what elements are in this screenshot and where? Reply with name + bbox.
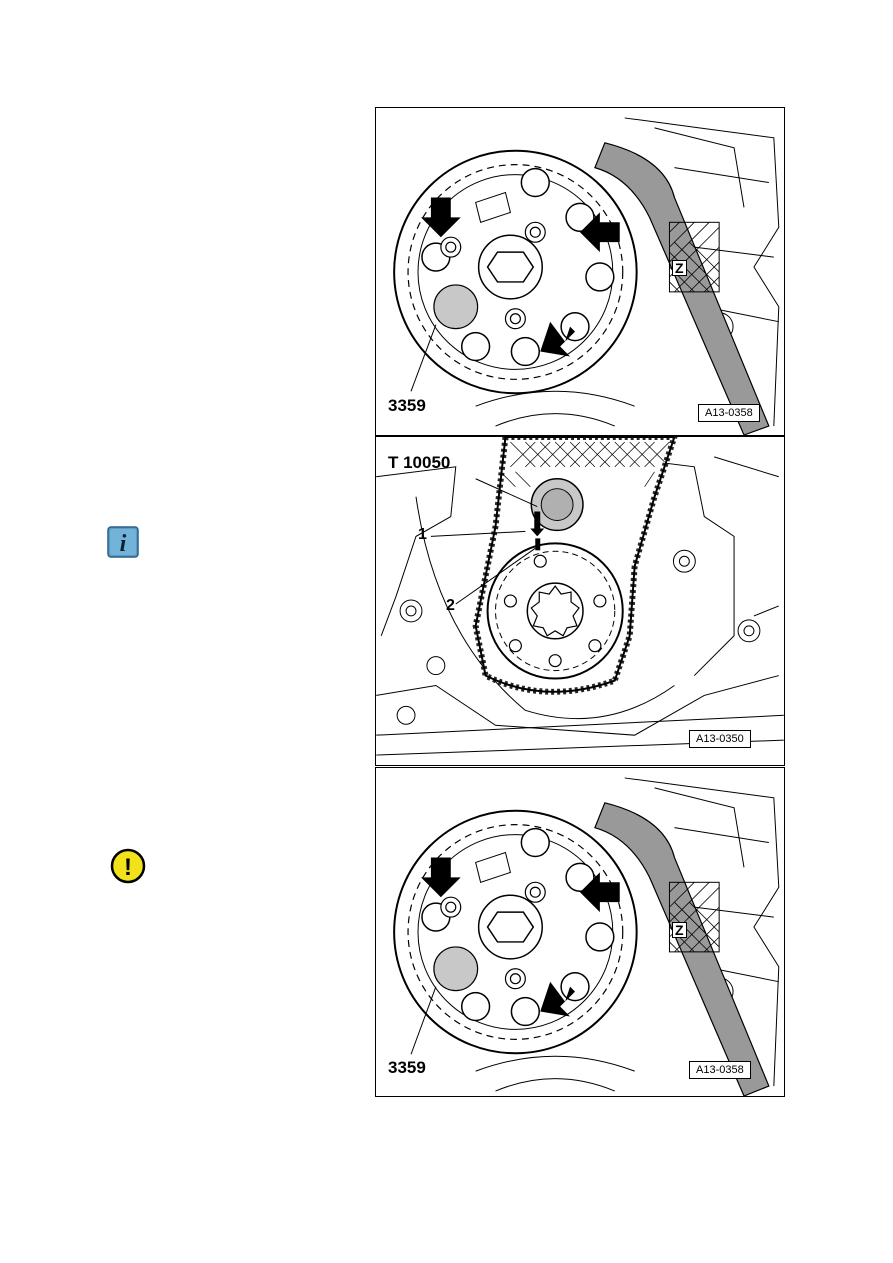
callout-2: 2 [446,597,455,614]
info-icon: i [107,526,139,558]
marker-z: Z [672,922,687,938]
crankshaft-sprocket-drawing [376,437,784,756]
tool-label-3359: 3359 [388,1058,426,1077]
warning-icon: ! [110,848,146,884]
figure-camshaft-sprocket-1: 3359 A13-0358 Z [375,107,785,436]
tool-label-t10050: T 10050 [388,453,451,472]
marker-z: Z [672,260,687,276]
figure-crankshaft-sprocket: T 10050 1 2 A13-0350 [375,436,785,766]
svg-text:!: ! [124,854,132,881]
camshaft-sprocket-drawing [393,777,780,1096]
figure-code: A13-0350 [689,730,751,748]
tool-label-3359: 3359 [388,396,426,415]
figure-camshaft-sprocket-2: 3359 A13-0358 Z [375,767,785,1097]
figure-code: A13-0358 [698,404,760,422]
figure-code: A13-0358 [689,1061,751,1079]
camshaft-sprocket-drawing [393,117,780,435]
svg-text:i: i [120,531,127,557]
callout-1: 1 [418,526,427,543]
